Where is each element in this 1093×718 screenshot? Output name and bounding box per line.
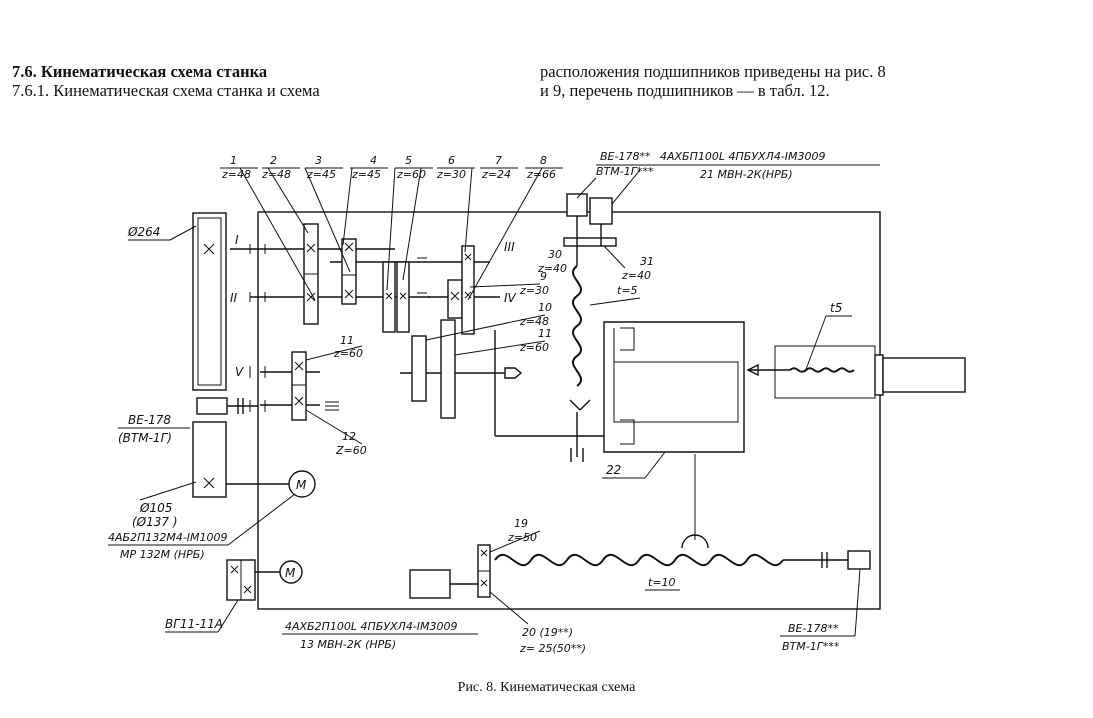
label-d105: Ø105	[139, 501, 172, 515]
svg-text:1: 1	[230, 154, 237, 167]
rapid-motor	[409, 569, 451, 599]
gear-leaders	[239, 167, 543, 301]
svg-text:z=24: z=24	[481, 168, 511, 181]
main-motor	[288, 470, 316, 498]
label-br-btm: ВТМ-1Г***	[782, 640, 840, 653]
svg-text:31: 31	[640, 255, 654, 268]
svg-text:t5: t5	[830, 301, 842, 315]
label-be178-left: ВЕ-178	[128, 413, 171, 427]
svg-text:20 (19**): 20 (19**)	[522, 626, 573, 639]
horizontal-screw	[494, 553, 784, 567]
svg-text:t=5: t=5	[617, 284, 638, 297]
section-text-left: 7.6.1. Кинематическая схема станка и схе…	[12, 81, 320, 100]
svg-text:z=40: z=40	[621, 269, 651, 282]
svg-text:М: М	[285, 566, 296, 580]
top-gear-labels: 1 z=48 2 z=48 3 z=45 4 z=45 5 z=60 6 z=3…	[221, 154, 556, 181]
gear-11	[291, 351, 307, 421]
gear-6	[396, 261, 410, 333]
svg-text:8: 8	[540, 154, 547, 167]
spindle-housing	[774, 345, 876, 399]
svg-text:22: 22	[606, 463, 621, 477]
shaft-label-I: I	[235, 233, 239, 247]
shaft-label-II: II	[230, 291, 238, 305]
svg-text:z= 25(50**): z= 25(50**)	[519, 642, 586, 655]
svg-text:t=10: t=10	[648, 576, 676, 589]
svg-text:6: 6	[448, 154, 455, 167]
svg-text:z=45: z=45	[306, 168, 336, 181]
top-motor	[589, 197, 613, 225]
shaft-label-V: V	[235, 365, 244, 379]
pulley-105	[192, 421, 227, 498]
vertical-screw	[571, 265, 583, 387]
svg-text:3: 3	[315, 154, 322, 167]
motor-label: М	[296, 478, 307, 492]
svg-text:z=50: z=50	[507, 531, 537, 544]
label-top-motor-b: 21 МВН-2К(НРБ)	[700, 168, 793, 181]
shaft-label-IV: IV	[504, 291, 517, 305]
gear-5	[382, 261, 396, 333]
svg-text:9: 9	[540, 270, 547, 283]
svg-text:4: 4	[370, 154, 377, 167]
label-top-btm: ВТМ-1Г***	[596, 165, 654, 178]
label-top-motor-a: 4АХБП100L 4ПБУХЛ4-IМ3009	[660, 150, 826, 163]
svg-text:19: 19	[514, 517, 528, 530]
label-motor1-b: МР 132М (НРБ)	[120, 548, 205, 561]
label-vg: ВГ11-11А	[165, 617, 223, 631]
svg-text:11: 11	[538, 327, 552, 340]
svg-text:z=60: z=60	[333, 347, 363, 360]
svg-text:z=48: z=48	[221, 168, 251, 181]
feed-motor	[279, 560, 303, 584]
svg-text:11: 11	[340, 334, 354, 347]
brake-bottom-right	[847, 550, 871, 570]
gear-7-8	[461, 245, 475, 335]
section-text-right-1: расположения подшипников приведены на ри…	[540, 62, 886, 81]
svg-text:2: 2	[270, 154, 277, 167]
gear-30-31	[563, 237, 617, 247]
svg-text:z=66: z=66	[526, 168, 556, 181]
gear-3-4	[341, 238, 357, 305]
brake-left	[196, 397, 228, 415]
label-bot-motor-a: 4АХБ2П100L 4ПБУХЛ4-IМ3009	[285, 620, 458, 633]
svg-text:5: 5	[405, 154, 412, 167]
gear-11b	[440, 319, 456, 419]
section-title: 7.6. Кинематическая схема станка	[12, 62, 268, 81]
label-btm-left: (ВТМ-1Г)	[118, 431, 172, 445]
shaft-label-III: III	[504, 240, 515, 254]
spindle-motor	[882, 357, 966, 393]
svg-text:Z=60: Z=60	[335, 444, 367, 457]
svg-text:z=48: z=48	[261, 168, 291, 181]
table-22	[603, 321, 745, 453]
section-text-right-2: и 9, перечень подшипников — в табл. 12.	[540, 81, 830, 100]
svg-text:z=30: z=30	[436, 168, 466, 181]
gear-10	[411, 335, 427, 402]
figure-caption: Рис. 8. Кинематическая схема	[457, 680, 636, 695]
label-d137: (Ø137 )	[132, 515, 178, 529]
svg-text:z=45: z=45	[351, 168, 381, 181]
svg-text:z=60: z=60	[396, 168, 426, 181]
svg-text:z=48: z=48	[519, 315, 549, 328]
svg-text:z=30: z=30	[519, 284, 549, 297]
svg-text:z=40: z=40	[537, 262, 567, 275]
svg-text:10: 10	[538, 301, 552, 314]
gear-9	[447, 279, 463, 319]
label-top-be: ВЕ-178**	[600, 150, 651, 163]
label-bot-motor-b: 13 МВН-2К (НРБ)	[300, 638, 396, 651]
label-motor1-a: 4АБ2П132М4-IМ1009	[108, 531, 228, 544]
svg-text:30: 30	[548, 248, 562, 261]
label-br-be: ВЕ-178**	[788, 622, 839, 635]
label-d264: Ø264	[127, 225, 160, 239]
svg-text:7: 7	[495, 154, 502, 167]
